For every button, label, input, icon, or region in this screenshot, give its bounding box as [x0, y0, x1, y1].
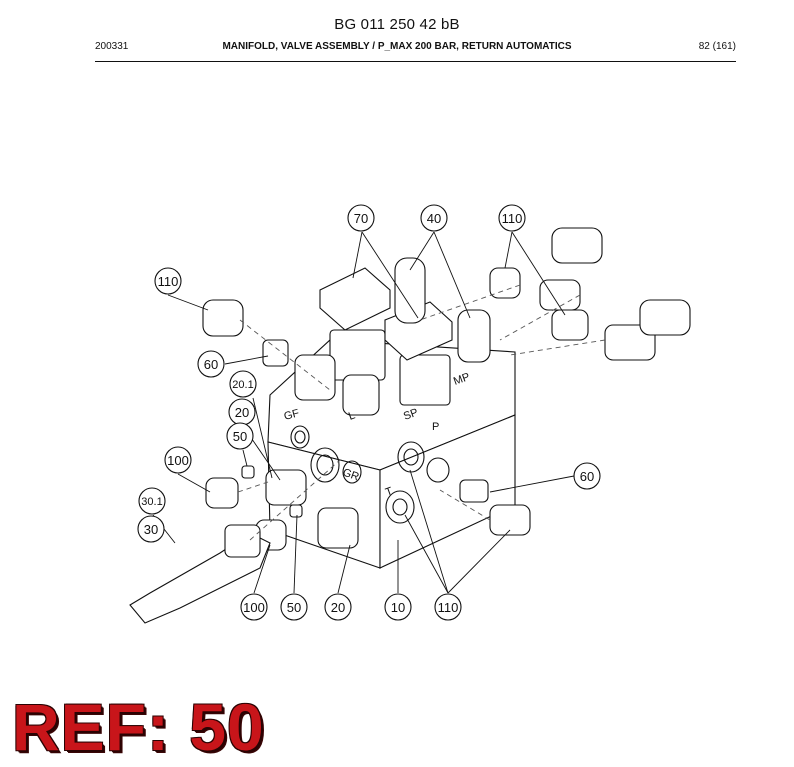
- callout-70: 70: [347, 204, 375, 232]
- header-rule: [95, 61, 736, 62]
- document-code: 200331: [95, 41, 129, 52]
- reference-value: 50: [189, 690, 265, 764]
- callout-30: 30: [137, 515, 165, 543]
- callout-10: 10: [384, 593, 412, 621]
- svg-text:10: 10: [391, 600, 405, 615]
- svg-text:50: 50: [287, 600, 301, 615]
- callout-100-top: 100: [164, 446, 192, 474]
- top-valves: [294, 257, 491, 416]
- callout-110-left: 110: [154, 267, 182, 295]
- document-title: MANIFOLD, VALVE ASSEMBLY / P_MAX 200 BAR…: [222, 41, 572, 52]
- callout-30-1: 30.1: [138, 487, 166, 515]
- callout-40: 40: [420, 204, 448, 232]
- svg-text:30: 30: [144, 522, 158, 537]
- callout-20-top: 20: [228, 398, 256, 426]
- callout-20-1: 20.1: [229, 370, 257, 398]
- alignment-lines: [237, 284, 606, 541]
- reference-prefix: REF:: [12, 690, 170, 764]
- svg-text:20: 20: [331, 600, 345, 615]
- svg-text:110: 110: [438, 600, 459, 615]
- svg-text:40: 40: [427, 211, 441, 226]
- svg-text:110: 110: [158, 274, 179, 289]
- port-label-sp: SP: [402, 407, 420, 423]
- callout-60-right: 60: [573, 462, 601, 490]
- svg-text:20.1: 20.1: [232, 379, 253, 391]
- svg-text:30.1: 30.1: [141, 496, 162, 508]
- callout-20-bottom: 20: [324, 593, 352, 621]
- port-label-mp: MP: [452, 371, 472, 388]
- callout-60-left: 60: [197, 350, 225, 378]
- fittings: [459, 227, 691, 536]
- svg-text:100: 100: [167, 453, 189, 468]
- svg-text:60: 60: [580, 469, 594, 484]
- page-number: 82 (161): [698, 41, 736, 52]
- svg-text:110: 110: [502, 211, 523, 226]
- svg-text:50: 50: [233, 429, 247, 444]
- port-label-p: P: [432, 421, 439, 433]
- port-label-gf: GF: [283, 407, 301, 423]
- callout-50-bottom: 50: [280, 593, 308, 621]
- callout-100-bottom: 100: [240, 593, 268, 621]
- callout-110-bottom: 110: [434, 593, 462, 621]
- port-label-l: L: [347, 409, 357, 422]
- svg-text:20: 20: [235, 405, 249, 420]
- reference-label: REF: 50: [12, 694, 265, 760]
- document-number: BG 011 250 42 bB: [334, 16, 460, 33]
- port-label-t: T: [384, 485, 395, 499]
- svg-text:100: 100: [243, 600, 265, 615]
- port-labels: GF GR P T L MP SP: [283, 371, 472, 499]
- callouts: 70 40 110 110 60 20.1 20 50 100 30.1 30 …: [137, 204, 601, 621]
- port-label-gr: GR: [341, 467, 361, 484]
- svg-text:60: 60: [204, 357, 218, 372]
- left-parts: [129, 299, 359, 624]
- callout-110-top: 110: [498, 204, 526, 232]
- svg-text:70: 70: [354, 211, 368, 226]
- callout-50-top: 50: [226, 422, 254, 450]
